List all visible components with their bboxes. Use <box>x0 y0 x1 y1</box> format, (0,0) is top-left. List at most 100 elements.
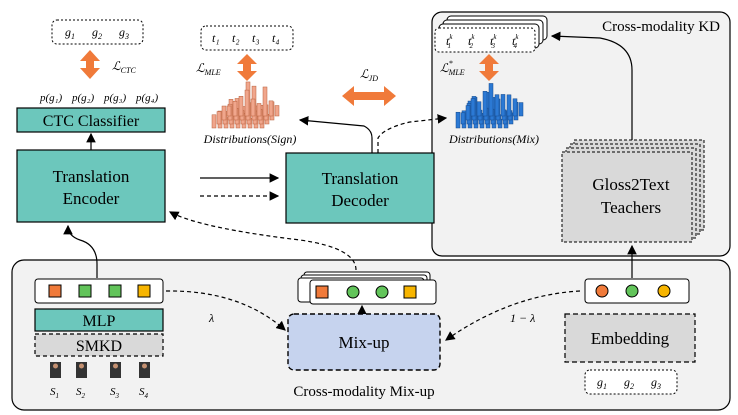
embedding-label: Embedding <box>591 329 670 348</box>
ctc-loss-label: ℒCTC <box>112 59 136 75</box>
histogram-bar <box>226 105 232 117</box>
gloss2text-teachers: Gloss2Text Teachers <box>561 139 705 243</box>
histogram-bar <box>476 101 482 117</box>
sign-label-3: S3 <box>110 386 120 400</box>
histogram-bar <box>460 112 466 125</box>
teachers-label-line2: Teachers <box>601 198 661 217</box>
ctc-prob-3: p(g₃) <box>103 92 126 104</box>
mix-distribution-histogram <box>455 83 524 129</box>
mle-star-loss-arrow: ℒ*MLE <box>440 54 499 81</box>
tokens-to-encoder-arrow <box>63 224 98 265</box>
gloss-top-2: g2 <box>92 25 102 41</box>
histogram-bar <box>500 94 506 117</box>
histogram-bar <box>256 103 262 117</box>
gloss-sequence-bottom: g1 g2 g3 <box>584 369 678 395</box>
gloss-token-3 <box>657 284 671 298</box>
gloss-bottom-2: g2 <box>624 375 634 391</box>
histogram-bar <box>455 111 461 129</box>
sign-token-1 <box>48 284 62 298</box>
gloss-token-2 <box>625 284 639 298</box>
mixed-token-1 <box>315 285 329 299</box>
ctc-prob-1: p(g₁) <box>39 92 62 104</box>
decoder-label-line1: Translation <box>322 169 399 188</box>
histogram-bar <box>274 105 280 117</box>
mixed-token-stack <box>297 271 437 305</box>
ctc-loss-arrow: ℒCTC <box>80 50 136 79</box>
sign-label-4: S4 <box>139 386 149 400</box>
sign-distribution-histogram <box>211 81 280 129</box>
encoder-label-line1: Translation <box>53 167 130 186</box>
lambda-left: λ <box>208 311 214 325</box>
gloss-top-1: g1 <box>65 25 75 41</box>
histogram-bar <box>211 114 217 129</box>
teachers-label-line1: Gloss2Text <box>592 175 669 194</box>
sign-to-mixup-arrow <box>165 290 286 331</box>
histogram-bar <box>470 98 476 117</box>
target-3: t₃ <box>252 31 260 45</box>
sign-frame-4 <box>139 362 150 378</box>
embedding-block: Embedding <box>564 313 696 363</box>
ctc-classifier: CTC Classifier <box>16 107 166 133</box>
sign-token-3 <box>108 284 122 298</box>
gloss-bottom-1: g1 <box>597 375 607 391</box>
mle-loss-arrow: ℒMLE <box>196 54 257 81</box>
target-2: t₂ <box>232 31 240 45</box>
histogram-bar <box>494 94 500 117</box>
ctc-classifier-label: CTC Classifier <box>43 113 140 130</box>
decoder-label-line2: Decoder <box>331 191 389 210</box>
histogram-bar <box>518 102 524 117</box>
ctc-prob-4: p(g₄) <box>135 92 158 104</box>
kd-panel-title: Cross-modality KD <box>602 19 720 35</box>
gloss-token-1 <box>595 284 609 298</box>
histogram-bar <box>262 86 268 117</box>
target-4: t₄ <box>272 31 280 45</box>
gloss-top-3: g3 <box>119 25 129 41</box>
ctc-prob-2: p(g₂) <box>71 92 94 104</box>
translation-encoder: Translation Encoder <box>16 149 166 223</box>
histogram-bar <box>465 105 471 121</box>
jd-loss-label: ℒJD <box>360 67 378 83</box>
histogram-bar <box>250 98 256 117</box>
mle-star-loss-label: ℒ*MLE <box>440 59 465 77</box>
histogram-bar <box>221 105 227 121</box>
histogram-bar <box>268 100 274 117</box>
decoder-to-sign-dist-arrow <box>298 116 373 153</box>
sign-token-2 <box>78 284 92 298</box>
gloss-bottom-3: g3 <box>651 375 661 391</box>
sign-label-1: S1 <box>50 386 59 400</box>
mlp-label: MLP <box>83 313 116 330</box>
histogram-bar <box>244 89 250 117</box>
mixed-to-encoder-arrow <box>168 211 357 271</box>
histogram-bar <box>488 83 494 117</box>
sign-frame-1 <box>50 362 61 378</box>
lambda-right: 1 − λ <box>510 311 535 325</box>
encoder-label-line2: Encoder <box>63 189 120 208</box>
sign-frame-3 <box>110 362 121 378</box>
jd-loss-arrow: ℒJD <box>342 67 396 106</box>
histogram-bar <box>232 101 238 117</box>
decoder-to-mix-dist-arrow <box>377 114 448 153</box>
histogram-bar <box>512 98 518 117</box>
histogram-bar <box>506 94 512 117</box>
mixed-token-2 <box>346 285 360 299</box>
mixup-label: Mix-up <box>339 333 390 352</box>
mixed-token-4 <box>403 285 417 299</box>
teachers-to-targets-arrow <box>550 31 633 140</box>
smkd-label: SMKD <box>76 338 122 355</box>
mle-loss-label: ℒMLE <box>196 61 221 77</box>
embedding-to-mixup-arrow <box>445 290 581 341</box>
mixup-panel-title: Cross-modality Mix-up <box>293 384 434 400</box>
mlp-block: MLP <box>34 308 164 332</box>
sign-token-4 <box>137 284 151 298</box>
histogram-bar <box>238 96 244 117</box>
smkd-block: SMKD <box>34 333 164 357</box>
gloss-embedding-tokens <box>584 278 690 304</box>
histogram-bar <box>482 91 488 117</box>
gloss-sequence-top: g1 g2 g3 <box>51 19 144 45</box>
mixed-token-3 <box>375 285 389 299</box>
sign-distribution-label: Distributions(Sign) <box>203 132 297 146</box>
